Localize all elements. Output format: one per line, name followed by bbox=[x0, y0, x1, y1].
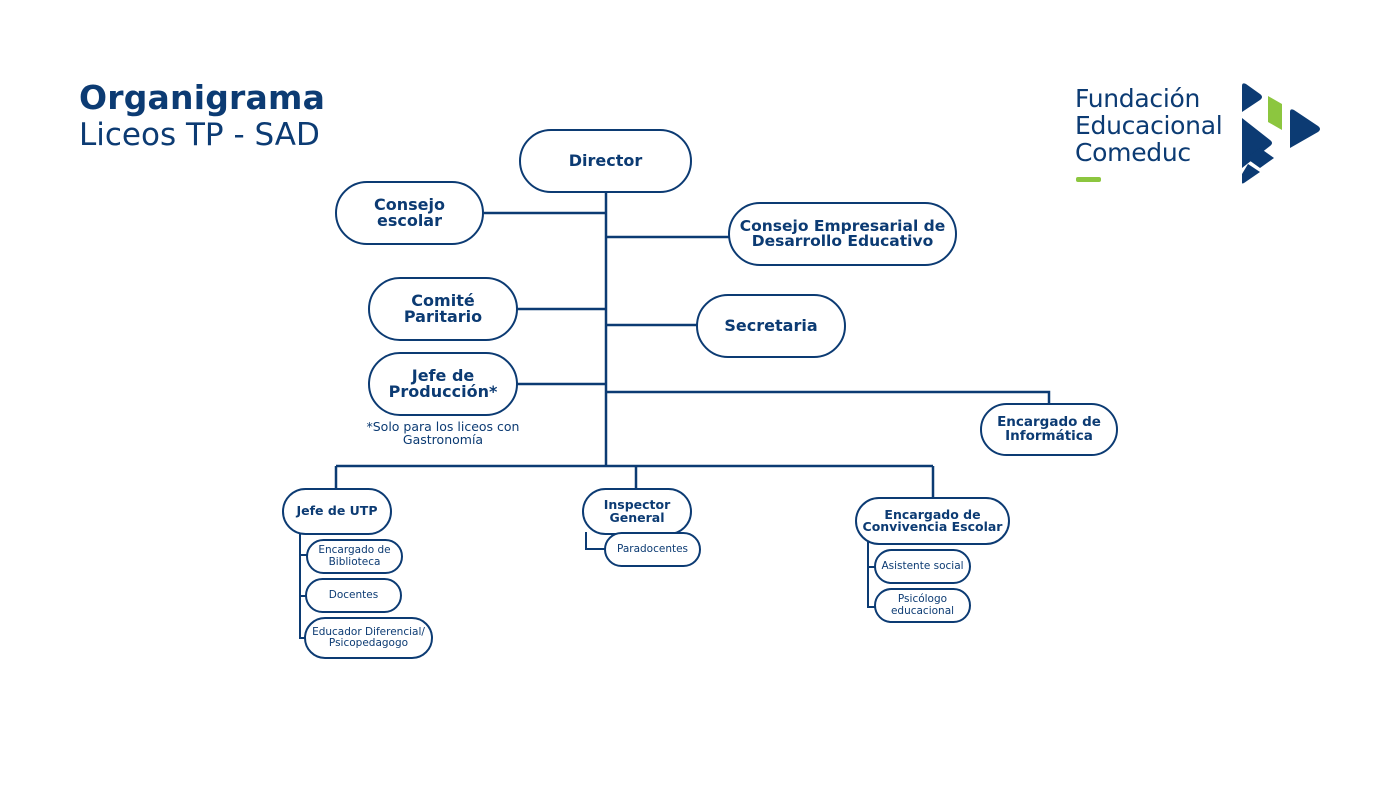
jefe-utp-node: Jefe de UTP bbox=[282, 488, 392, 535]
encargado-biblioteca-node: Encargado de Biblioteca bbox=[306, 539, 403, 574]
page-title: Organigrama bbox=[79, 78, 326, 117]
jefe-produccion-node: Jefe de Producción* bbox=[368, 352, 518, 416]
psicologo-educacional-node: Psicólogo educacional bbox=[874, 588, 971, 623]
paradocentes-node: Paradocentes bbox=[604, 532, 701, 567]
comite-paritario-node: Comité Paritario bbox=[368, 277, 518, 341]
inspector-general-node: Inspector General bbox=[582, 488, 692, 535]
brand-accent-bar bbox=[1076, 177, 1101, 182]
asistente-social-node: Asistente social bbox=[874, 549, 971, 584]
director-node: Director bbox=[519, 129, 692, 193]
consejo-escolar-node: Consejo escolar bbox=[335, 181, 484, 245]
consejo-empresarial-node: Consejo Empresarial de Desarrollo Educat… bbox=[728, 202, 957, 266]
encargado-informatica-node: Encargado de Informática bbox=[980, 403, 1118, 456]
comeduc-logo-icon bbox=[1242, 83, 1320, 184]
encargado-convivencia-node: Encargado de Convivencia Escolar bbox=[855, 497, 1010, 545]
educador-diferencial-node: Educador Diferencial/ Psicopedagogo bbox=[304, 617, 433, 659]
docentes-node: Docentes bbox=[305, 578, 402, 613]
jefe-produccion-footnote: *Solo para los liceos con Gastronomía bbox=[366, 419, 520, 447]
brand-name: Fundación Educacional Comeduc bbox=[1075, 84, 1223, 167]
page-subtitle: Liceos TP - SAD bbox=[79, 117, 320, 153]
secretaria-node: Secretaria bbox=[696, 294, 846, 358]
